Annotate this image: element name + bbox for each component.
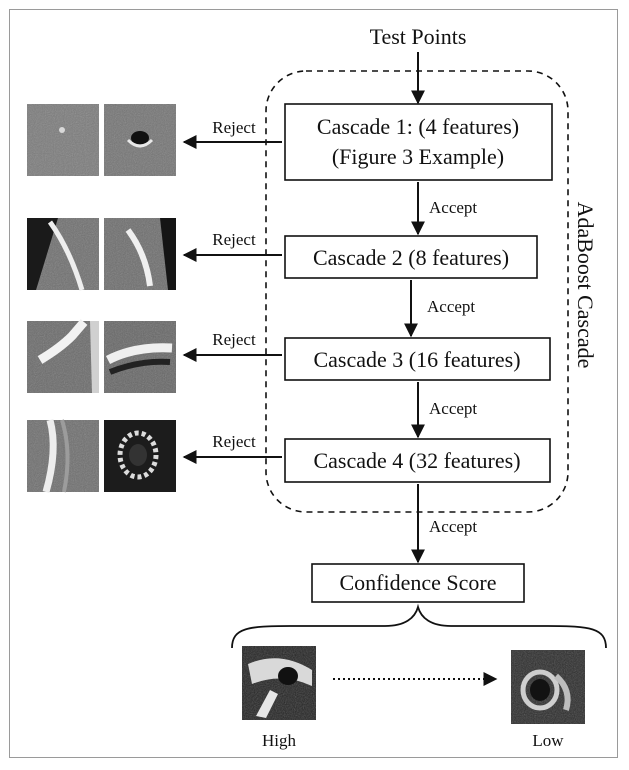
cascade-3-title: Cascade 3 (16 features) — [313, 347, 520, 372]
rejected-sample-4a — [27, 419, 99, 493]
low-label: Low — [532, 731, 564, 750]
cascade-4-box — [284, 438, 551, 483]
cascade-4-title: Cascade 4 (32 features) — [313, 448, 520, 473]
reject-label-3: Reject — [212, 330, 256, 349]
rejected-sample-2b — [104, 218, 176, 290]
cascade-2-title: Cascade 2 (8 features) — [313, 245, 509, 270]
cascade-1-subtitle: (Figure 3 Example) — [332, 144, 504, 169]
accept-label-3: Accept — [429, 399, 477, 418]
cascade-1-title: Cascade 1: (4 features) — [317, 114, 519, 139]
rejected-sample-1a — [27, 104, 99, 176]
reject-label-1: Reject — [212, 118, 256, 137]
rejected-sample-2a — [27, 218, 99, 291]
rejected-sample-3a — [27, 319, 99, 393]
accept-label-2: Accept — [427, 297, 475, 316]
rejected-sample-3b — [104, 321, 176, 393]
confidence-score-box — [311, 563, 525, 603]
reject-label-2: Reject — [212, 230, 256, 249]
cascade-3-box — [284, 337, 551, 381]
rejected-sample-4b — [104, 420, 176, 492]
high-label: High — [262, 731, 297, 750]
adaboost-cascade-label: AdaBoost Cascade — [573, 202, 598, 369]
high-confidence-sample — [242, 646, 316, 720]
cascade-1-box — [284, 103, 553, 181]
accept-label-4: Accept — [429, 517, 477, 536]
rejected-sample-1b — [104, 104, 176, 176]
input-label: Test Points — [370, 24, 467, 49]
low-confidence-sample — [511, 650, 585, 724]
reject-label-4: Reject — [212, 432, 256, 451]
confidence-brace — [231, 603, 607, 649]
accept-label-1: Accept — [429, 198, 477, 217]
confidence-score-label: Confidence Score — [340, 570, 497, 595]
cascade-2-box — [284, 235, 538, 279]
